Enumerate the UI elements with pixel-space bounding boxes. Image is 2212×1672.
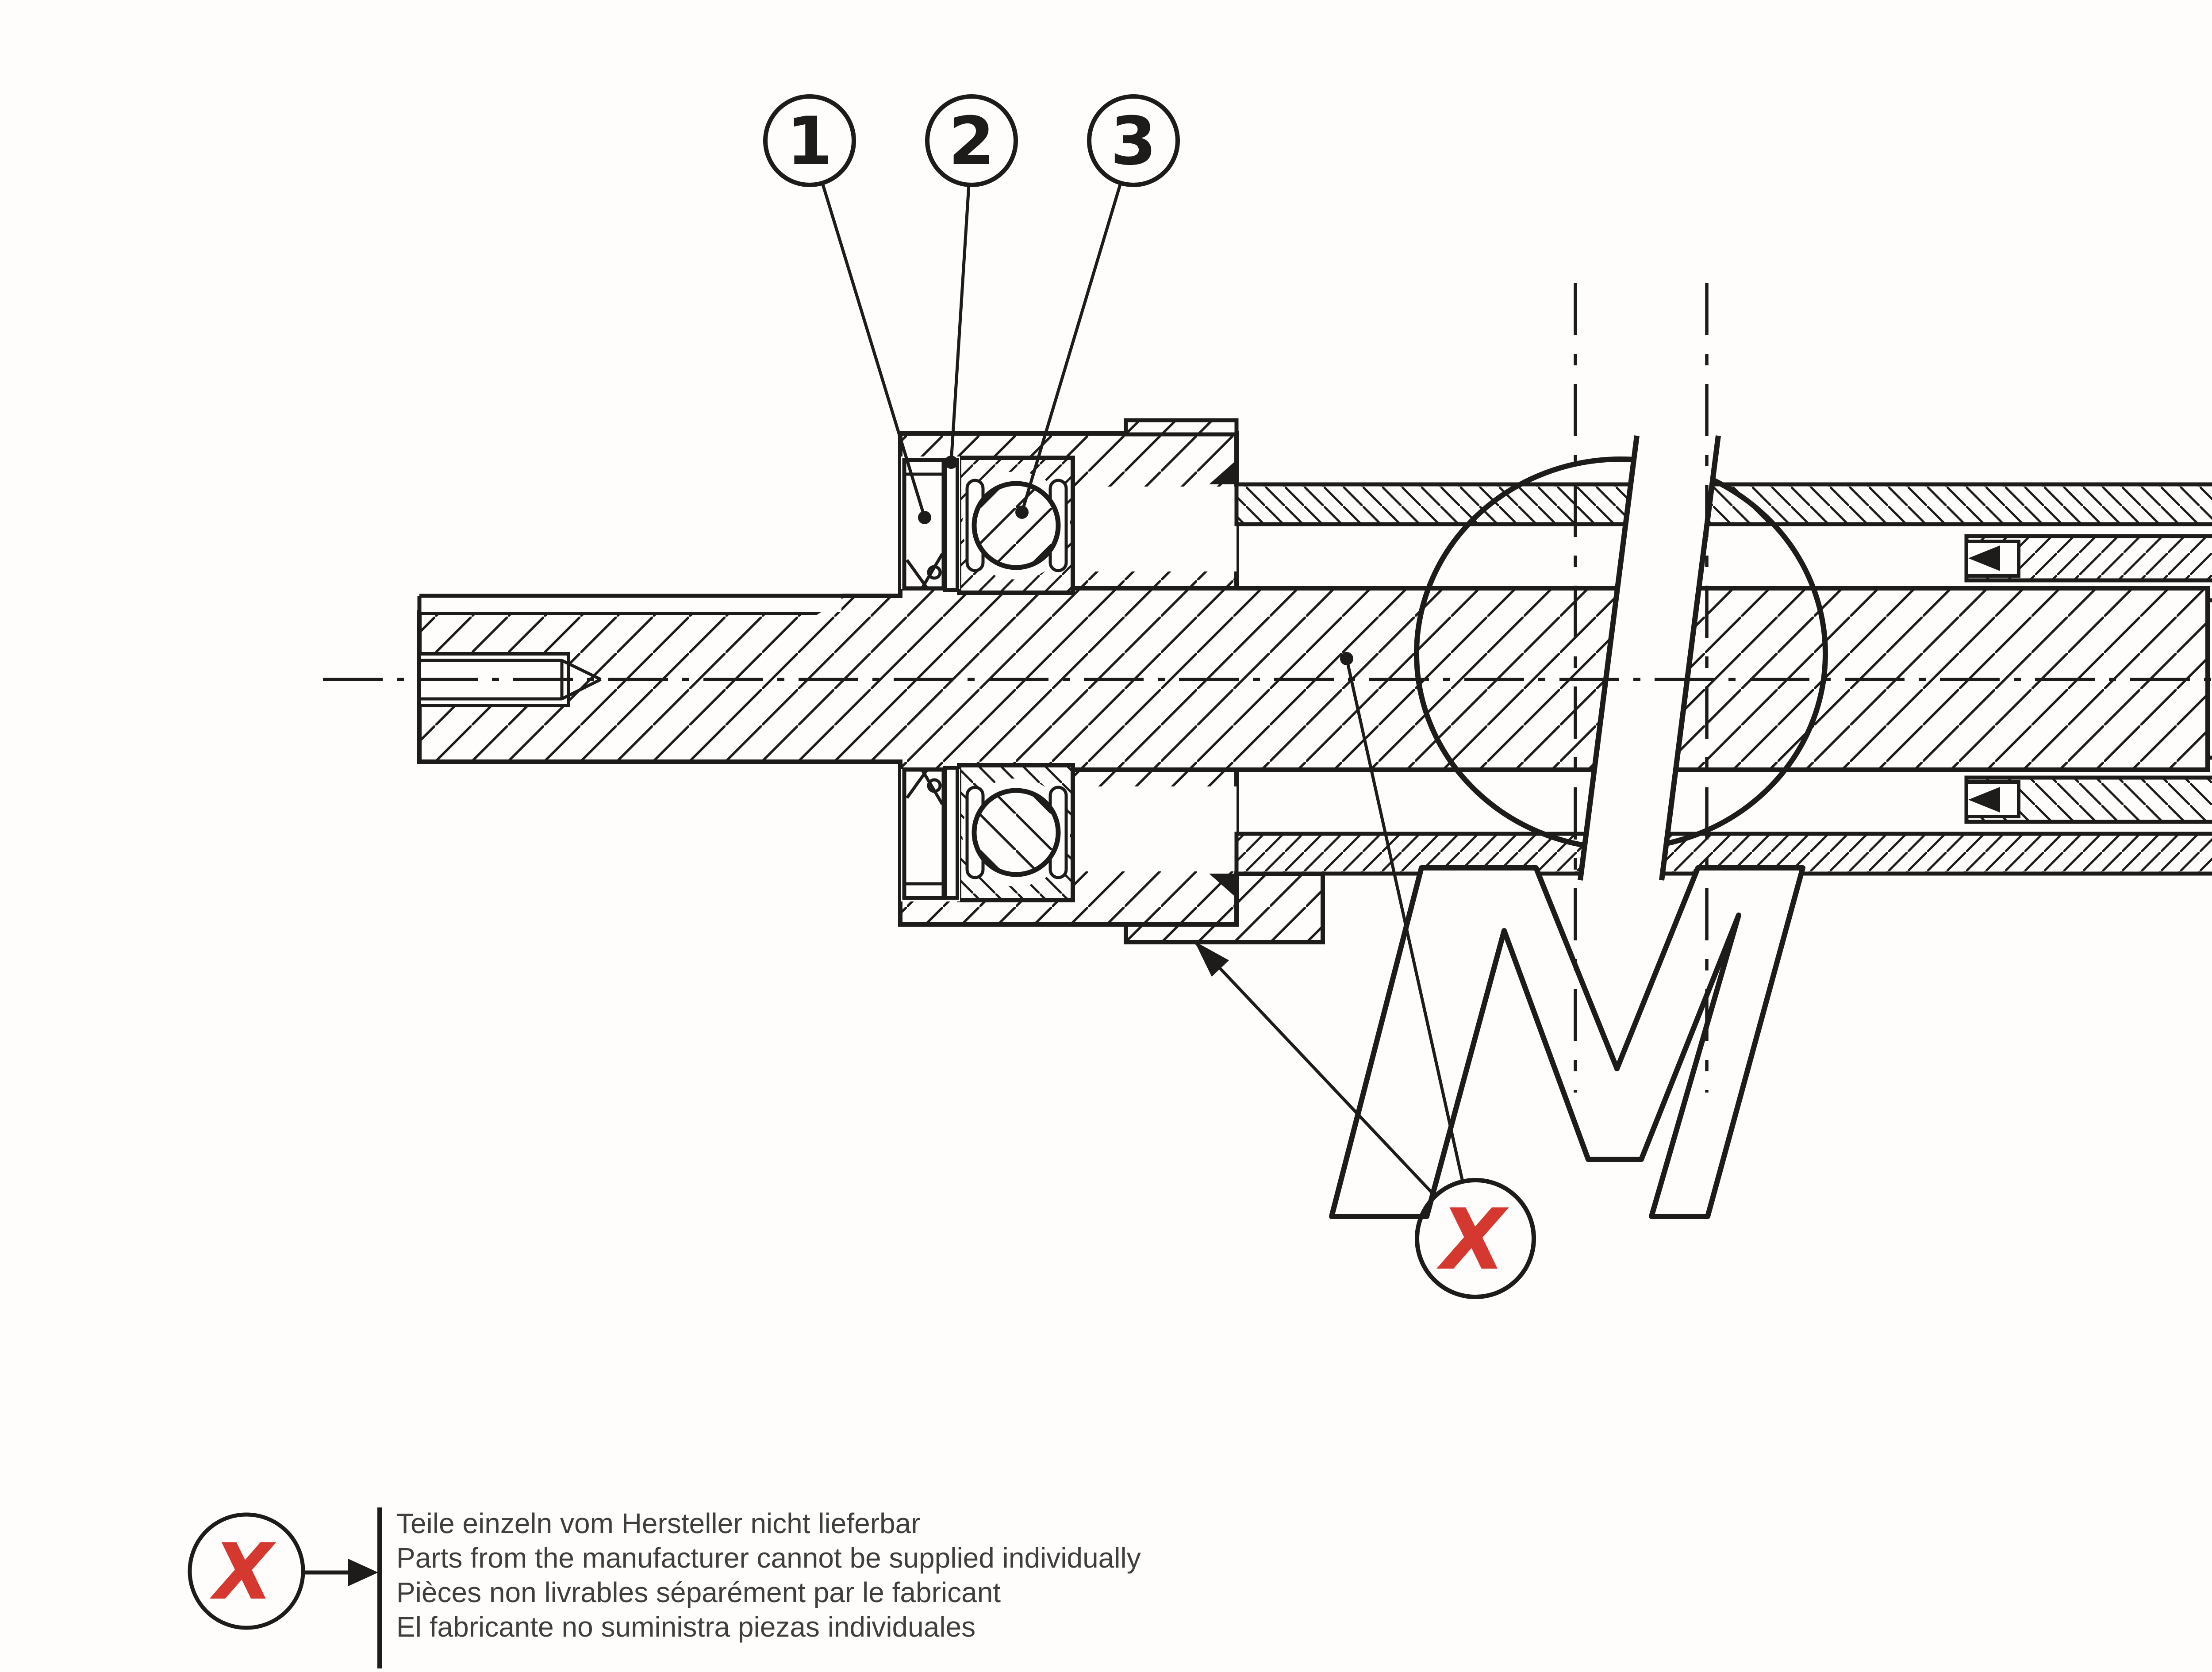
ball-bearing [957,456,1075,595]
callout-balloon-3: 3 [1087,94,1180,187]
leader-arrowhead [1194,941,1229,977]
x-marker-circle [1415,1178,1536,1299]
leader-line-x-arrow [1193,940,1436,1197]
leader-dot-2 [945,456,958,469]
leader-lines [821,182,1464,1197]
retaining-ring [943,458,959,592]
legend-marker-label: X [210,1527,277,1617]
motor-body-wall [1234,482,2212,526]
callout-balloon-2: 2 [925,94,1018,187]
seal-wedge-bottom [1209,874,1237,898]
x-marker: X [1415,1178,1536,1299]
leader-dot-1 [918,511,931,524]
leader-line-1 [821,182,926,518]
leader-dot-3 [1015,506,1029,519]
callout-number-3: 3 [1110,103,1156,180]
legend-marker-circle [188,1512,305,1630]
legend-arrowhead-icon [348,1559,378,1586]
leader-line-2 [949,184,971,463]
leader-dot-x [1340,652,1353,665]
watermark-logo [1329,434,1828,1219]
legend-text-fr: Pièces non livrables séparément par le f… [396,1576,1001,1608]
legend-text-de: Teile einzeln vom Hersteller nicht liefe… [396,1507,921,1539]
legend-text-en: Parts from the manufacturer cannot be su… [396,1542,1141,1574]
bearing-ball [972,481,1061,570]
callout-balloons: 1 2 3 [763,94,1180,187]
housing-top-boss [1124,418,1239,437]
seal-wedge-top [1209,460,1237,484]
centerlines [323,283,2212,1093]
callout-number-2: 2 [949,103,995,180]
leader-line-x-dot [1345,658,1464,1182]
watermark-letter-m [1329,865,1805,1219]
leader-line-3 [1020,182,1122,513]
callout-balloon-1: 1 [763,94,856,187]
legend-text-es: El fabricante no suministra piezas indiv… [396,1611,975,1643]
legend: X Teile einzeln vom Hersteller nicht lie… [188,1507,1141,1668]
callout-number-1: 1 [787,103,833,180]
x-marker-label: X [1436,1191,1509,1289]
keyway-slot [421,598,841,612]
